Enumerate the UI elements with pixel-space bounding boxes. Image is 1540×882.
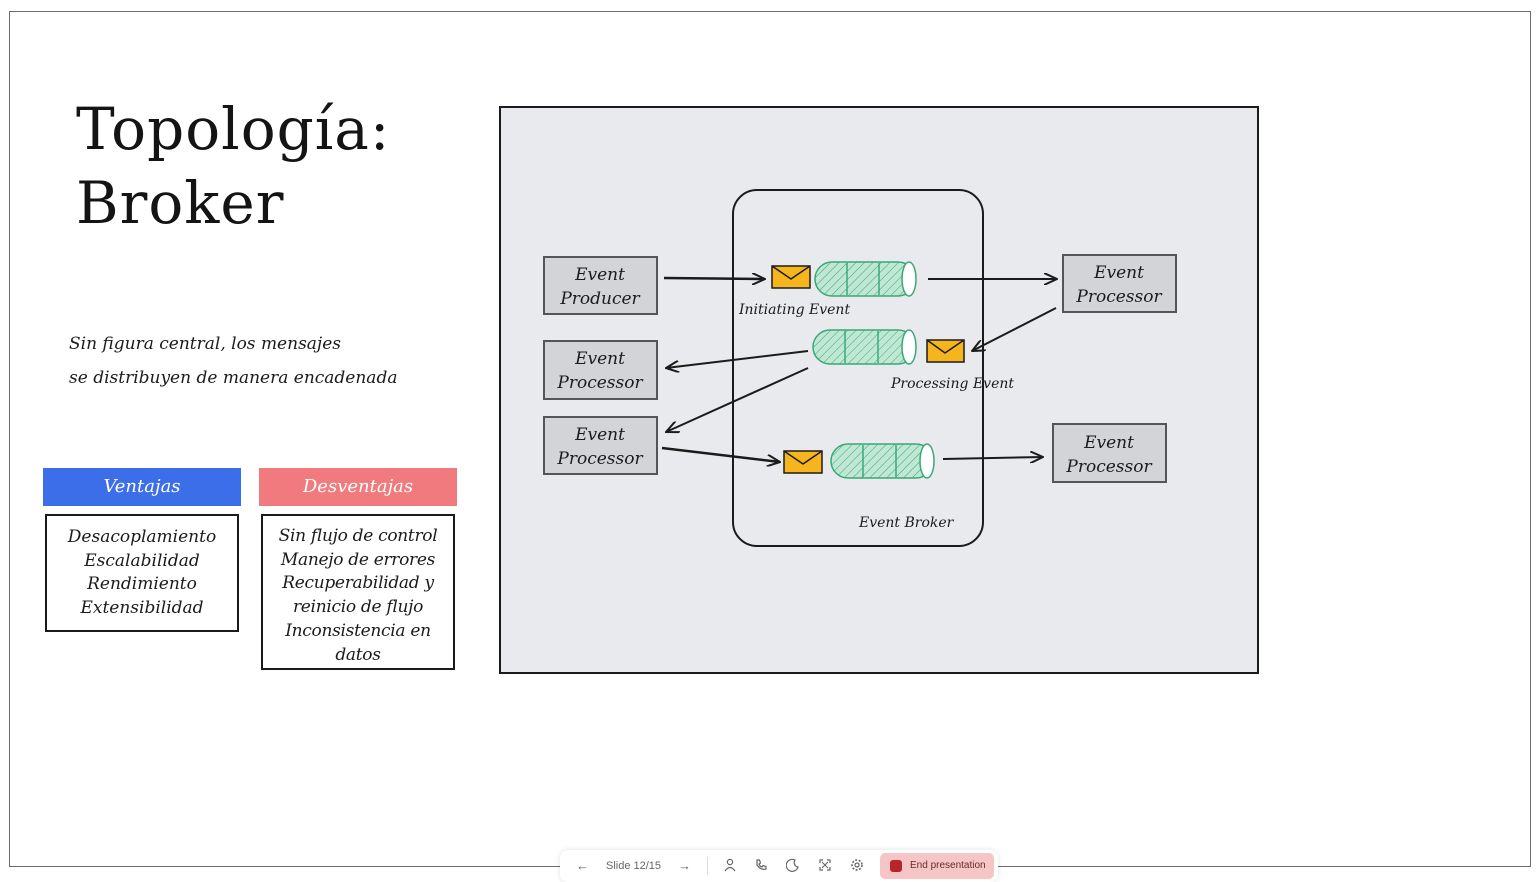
end-presentation-label: End presentation [910,860,986,871]
subtitle-line-1: Sin figura central, los mensajes [69,334,341,354]
event-processor-line-2: Processor [1065,457,1152,477]
event-processor-line-1: Event [1093,263,1144,283]
pros-item: Escalabilidad [84,550,200,571]
event-processor-line-2: Processor [1075,287,1162,307]
event-processor-line-2: Processor [556,373,643,393]
pen-icon[interactable] [785,858,800,874]
flow-arrow [972,307,1057,351]
flow-arrow [942,457,1043,459]
processing-event-label: Processing Event [890,376,1014,392]
pros-list: Desacoplamiento Escalabilidad Rendimient… [45,514,239,632]
cons-item: reinicio de flujo [292,597,424,618]
cons-item: Inconsistencia en [285,620,431,641]
slide-title: Topología: Broker [76,92,476,240]
initiating-event-label: Initiating Event [738,302,850,318]
cons-item: Manejo de errores [280,549,436,570]
flow-arrow [663,278,765,279]
event-queue [830,443,935,479]
fullscreen-icon[interactable] [818,858,832,874]
slide-subtitle: Sin figura central, los mensajes se dist… [69,327,469,395]
event-producer-line-2: Producer [559,289,640,309]
person-icon[interactable] [723,858,737,874]
subtitle-line-2: se distribuyen de manera encadenada [69,368,398,388]
event-processor-line-2: Processor [556,449,643,469]
event-processor-line-1: Event [574,425,625,445]
end-presentation-button[interactable]: End presentation [880,853,994,879]
envelope-icon [771,265,811,289]
flow-arrow [666,350,809,368]
event-broker-label: Event Broker [858,515,955,531]
event-broker-container [732,189,984,547]
stop-icon [890,860,902,872]
diagram-panel: Event Broker Event Producer Event Proces… [499,106,1259,674]
slide-counter: Slide 12/15 [606,860,662,872]
event-processor-box: Event Processor [543,340,658,400]
flow-arrow [661,446,780,462]
event-processor-box: Event Processor [543,416,658,475]
flow-arrow [666,367,809,432]
envelope-icon [926,339,965,363]
pros-item: Rendimiento [87,574,197,595]
event-queue [814,261,917,297]
event-producer-line-1: Event [574,265,625,285]
arrow-left-icon[interactable]: ← [576,858,589,873]
broker-diagram: Event Broker Event Producer Event Proces… [543,189,1177,547]
event-processor-line-1: Event [574,349,625,369]
arrow-right-icon[interactable]: → [678,858,691,873]
event-queue [812,329,917,365]
event-producer-box: Event Producer [543,256,658,315]
gear-icon[interactable] [850,858,864,874]
presentation-toolbar: ← Slide 12/15 → End presentation [560,850,998,882]
title-line-2: Broker [76,169,285,237]
cons-item: Sin flujo de control [278,526,438,546]
event-processor-box: Event Processor [1062,254,1177,313]
pros-header: Ventajas [43,468,241,506]
envelope-icon [783,450,823,474]
cons-item: Recuperabilidad y [282,573,434,594]
event-processor-line-1: Event [1083,433,1134,453]
cons-list: Sin flujo de control Manejo de errores R… [261,514,455,670]
pros-item: Desacoplamiento [67,527,217,547]
event-processor-box: Event Processor [1052,423,1167,483]
cons-item: datos [335,644,381,665]
toolbar-divider [707,857,708,875]
phone-icon[interactable] [754,858,768,874]
title-line-1: Topología: [76,95,391,163]
cons-header: Desventajas [259,468,457,506]
pros-item: Extensibilidad [80,598,204,619]
